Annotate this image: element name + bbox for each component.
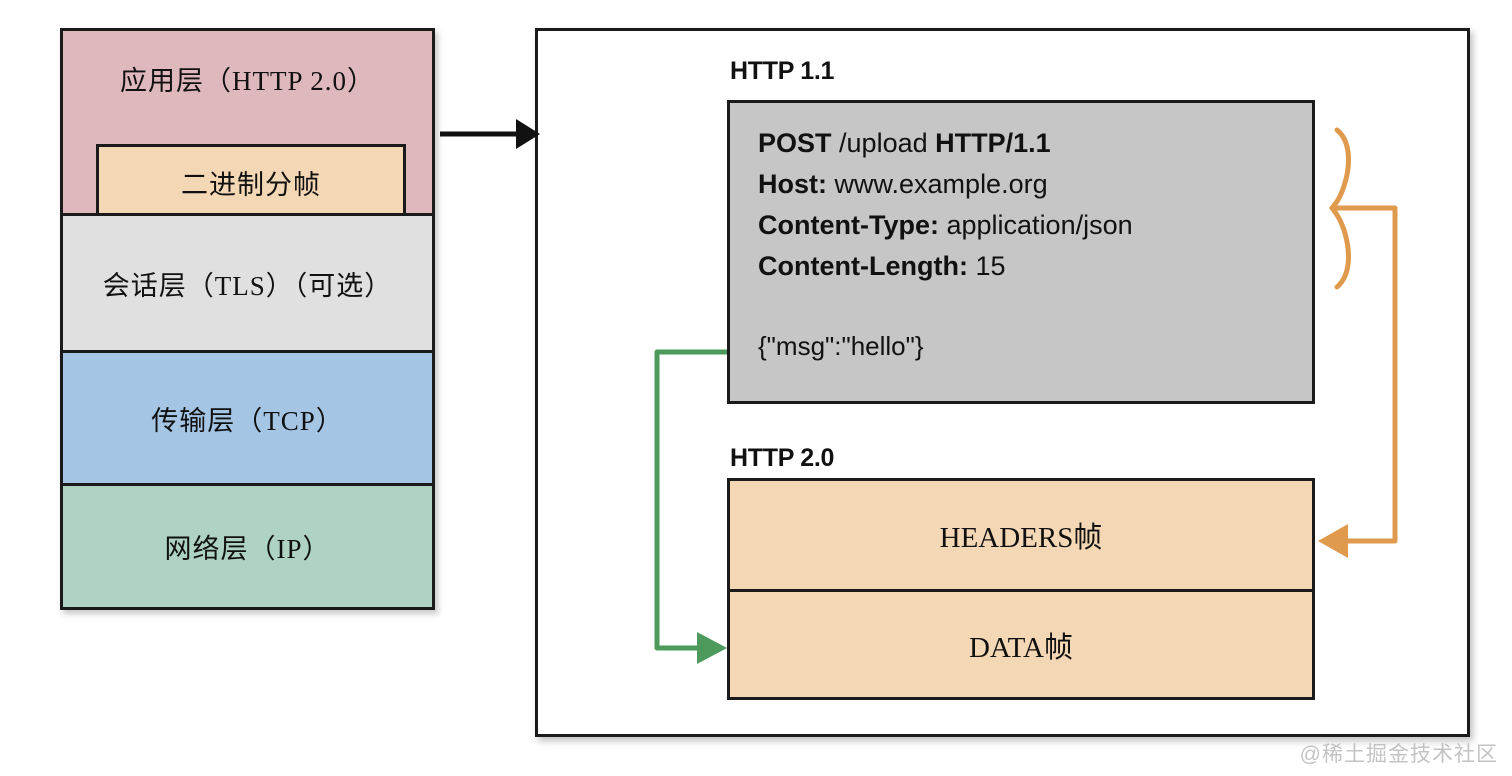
- stack-layer-application: 应用层（HTTP 2.0） 二进制分帧: [63, 31, 432, 221]
- http11-section-label: HTTP 1.1: [730, 57, 835, 85]
- stack-layer-transport: 传输层（TCP）: [63, 350, 432, 483]
- stack-layer-session: 会话层（TLS）（可选）: [63, 213, 432, 350]
- header-name-content-type: Content-Type:: [758, 210, 939, 240]
- http20-section-label: HTTP 2.0: [730, 444, 835, 472]
- header-value-host: www.example.org: [834, 169, 1048, 199]
- header-value-content-length: 15: [975, 251, 1006, 281]
- request-header-content-length: Content-Length: 15: [758, 246, 1312, 287]
- stack-layer-transport-label: 传输层（TCP）: [151, 405, 344, 436]
- request-method: POST: [758, 128, 832, 158]
- request-body: {"msg":"hello"}: [758, 331, 924, 361]
- header-name-content-length: Content-Length:: [758, 251, 968, 281]
- binary-framing-to-panel-arrow: [440, 119, 540, 149]
- header-name-host: Host:: [758, 169, 827, 199]
- frame-data-label: DATA帧: [968, 631, 1073, 664]
- frame-data: DATA帧: [730, 589, 1312, 697]
- request-header-host: Host: www.example.org: [758, 164, 1312, 205]
- header-value-content-type: application/json: [946, 210, 1133, 240]
- stack-layer-application-label: 应用层（HTTP 2.0）: [120, 66, 375, 96]
- http11-request-box: POST /upload HTTP/1.1 Host: www.example.…: [727, 100, 1315, 404]
- stack-layer-session-label: 会话层（TLS）（可选）: [102, 270, 393, 301]
- request-path: /upload: [839, 128, 928, 158]
- frame-headers: HEADERS帧: [730, 481, 1312, 589]
- frame-headers-label: HEADERS帧: [939, 522, 1103, 554]
- http20-frames-box: HEADERS帧 DATA帧: [727, 478, 1315, 700]
- request-line-method: POST /upload HTTP/1.1: [758, 123, 1312, 164]
- stack-layer-network-label: 网络层（IP）: [164, 534, 331, 564]
- protocol-stack: 应用层（HTTP 2.0） 二进制分帧 会话层（TLS）（可选） 传输层（TCP…: [60, 28, 435, 610]
- request-header-content-type: Content-Type: application/json: [758, 205, 1312, 246]
- binary-framing-box: 二进制分帧: [96, 144, 406, 221]
- binary-framing-label: 二进制分帧: [181, 170, 321, 200]
- request-version: HTTP/1.1: [935, 128, 1051, 158]
- stack-layer-network: 网络层（IP）: [63, 483, 432, 607]
- watermark: @稀土掘金技术社区: [1299, 743, 1498, 766]
